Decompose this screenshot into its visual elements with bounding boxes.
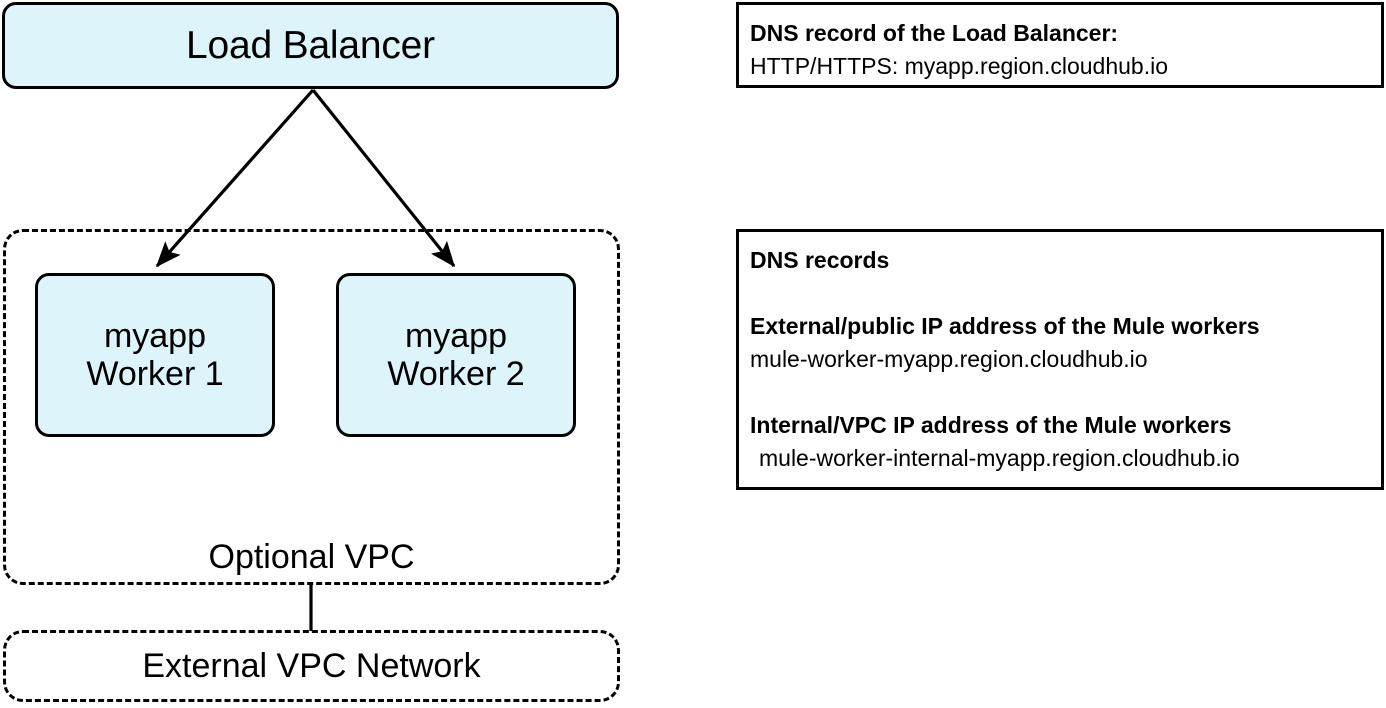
note-dns-external-value: mule-worker-myapp.region.cloudhub.io <box>750 346 1148 372</box>
note-dns-records: DNS records External/public IP address o… <box>736 229 1384 490</box>
optional-vpc-label: Optional VPC <box>208 538 415 576</box>
node-external-vpc-network[interactable]: External VPC Network <box>3 630 620 702</box>
note-dns-internal-title: Internal/VPC IP address of the Mule work… <box>750 412 1232 438</box>
note-lb-value: HTTP/HTTPS: myapp.region.cloudhub.io <box>750 53 1169 79</box>
note-lb-title: DNS record of the Load Balancer: <box>750 20 1119 46</box>
note-spacer-1 <box>750 277 1381 310</box>
node-myapp-worker-2[interactable]: myapp Worker 2 <box>336 273 576 437</box>
note-spacer-2 <box>750 376 1381 409</box>
note-dns-external-title: External/public IP address of the Mule w… <box>750 313 1260 339</box>
note-dns-heading: DNS records <box>750 247 890 273</box>
note-dns-internal-value: mule-worker-internal-myapp.region.cloudh… <box>759 445 1240 471</box>
note-load-balancer-dns: DNS record of the Load Balancer: HTTP/HT… <box>736 2 1384 88</box>
node-myapp-worker-1[interactable]: myapp Worker 1 <box>35 273 275 437</box>
node-load-balancer[interactable]: Load Balancer <box>2 2 619 89</box>
